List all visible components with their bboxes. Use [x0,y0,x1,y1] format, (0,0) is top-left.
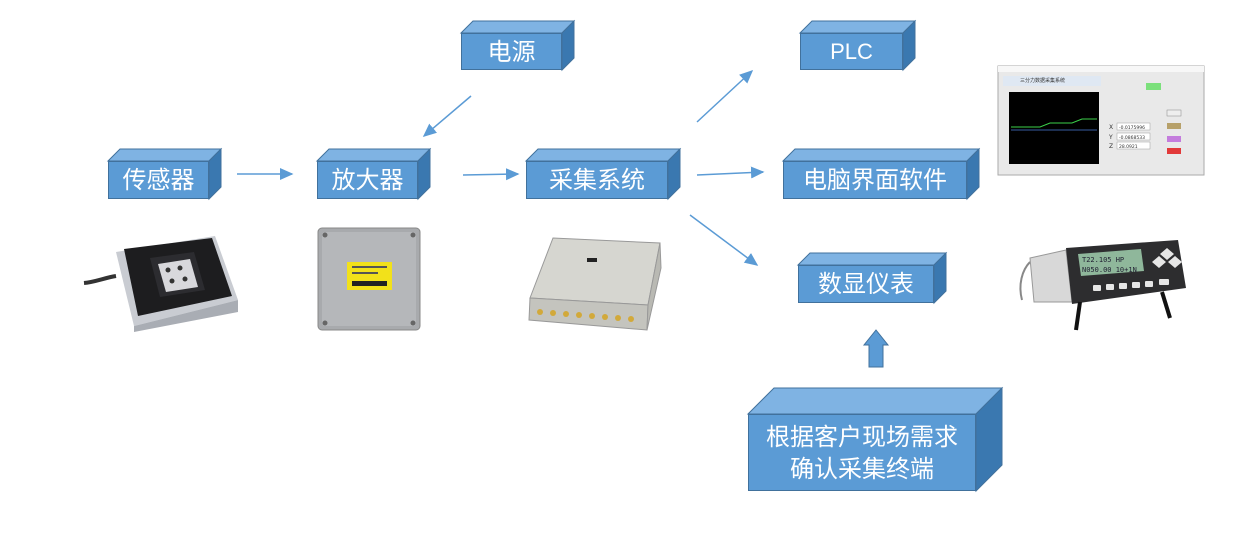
reading-y-axis: Y [1108,134,1113,141]
arrow-acquisition-to-meter [689,214,759,266]
reading-y-value: -0.0868533 [1119,135,1145,141]
software-screenshot: 三分力数据采集系统 X -0.0175996 Y -0.0868533 Z 28… [997,65,1205,176]
acquisition-label: 采集系统 [549,166,645,194]
reading-x-axis: X [1109,124,1113,131]
arrow-power-to-amplifier [422,95,472,137]
arrow-acquisition-to-software [696,166,765,179]
sensor-box: 传感器 [108,161,209,199]
amplifier-label: 放大器 [331,166,404,194]
acquisition-device-image [528,237,662,331]
sensor-label: 传感器 [122,166,195,194]
note-box: 根据客户现场需求 确认采集终端 [748,414,976,491]
meter-display-line2: N050.00 10+1N [1082,266,1137,274]
amplifier-box: 放大器 [317,161,418,199]
arrow-acquisition-to-plc [696,69,754,123]
display-meter-label: 数显仪表 [818,270,914,298]
note-line-2: 确认采集终端 [790,454,934,483]
plc-box: PLC [800,33,903,70]
pc-software-box: 电脑界面软件 [783,161,967,199]
sensor-image [83,236,238,332]
up-block-arrow [862,329,890,368]
box-3d-faces [106,19,1004,493]
pc-software-label: 电脑界面软件 [803,166,947,194]
reading-z-axis: Z [1109,143,1113,150]
plc-label: PLC [830,38,873,64]
note-line-1: 根据客户现场需求 [766,422,958,451]
arrow-amplifier-to-acquisition [462,168,520,181]
digital-meter-image: T22.105 HP N050.00 10+1N [1019,240,1186,331]
software-title: 三分力数据采集系统 [1020,77,1065,84]
power-box: 电源 [461,33,562,70]
acquisition-box: 采集系统 [526,161,668,199]
power-label: 电源 [487,37,536,66]
amplifier-box-image [317,227,421,331]
reading-x-value: -0.0175996 [1119,125,1145,131]
meter-display-line1: T22.105 HP [1082,256,1124,264]
display-meter-box: 数显仪表 [798,265,934,303]
reading-z-value: 28.0921 [1119,144,1138,150]
